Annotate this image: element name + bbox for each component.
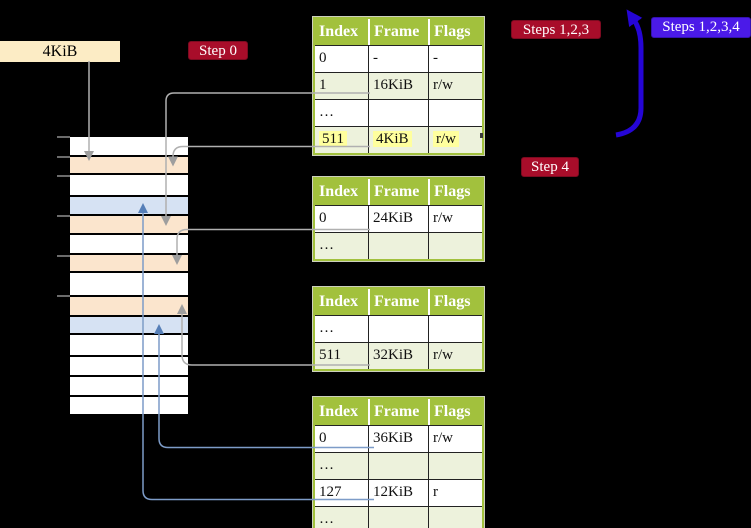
col-header-flags: Flags [428,399,478,425]
table-row: 511 32KiB r/w [315,342,482,369]
highlight: 4KiB [373,131,412,147]
table-row: 1 16KiB r/w [315,72,482,99]
cell-index: 0 [319,210,327,226]
memory-row-frame-12kib [70,197,188,216]
cell-flags [428,233,478,259]
cell-index: … [319,320,334,336]
cell-frame: - [368,46,428,72]
table-row: 0 - - [315,45,482,72]
memory-row [70,377,188,397]
cell-frame: 12KiB [368,480,428,506]
col-header-flags: Flags [428,19,478,45]
col-header-frame: Frame [368,289,428,315]
highlight: 511 [319,131,347,147]
col-header-frame: Frame [368,399,428,425]
table-row: … [315,452,482,479]
cell-flags [428,316,478,342]
cell-index: 127 [319,484,342,500]
memory-row [70,273,188,297]
cell-flags: r/w [428,206,478,232]
memory-row [70,137,188,157]
table-header: Index Frame Flags [315,179,482,205]
memory-row [70,235,188,255]
col-header-index: Index [319,403,359,420]
cell-index: … [319,237,334,253]
step-0-badge: Step 0 [188,41,248,60]
memory-row [70,397,188,414]
cell-index: 511 [315,127,368,153]
frame-4kib-label: 4KiB [0,41,120,62]
page-table-level1: Index Frame Flags 0 36KiB r/w … 127 12Ki… [313,397,484,528]
strip-tick-marks [57,136,70,297]
cell-index: … [319,104,334,120]
cell-frame [368,316,428,342]
col-header-frame: Frame [368,179,428,205]
page-table-level2: Index Frame Flags … 511 32KiB r/w [313,287,484,371]
cell-frame: 32KiB [368,343,428,369]
table-row: 127 12KiB r [315,479,482,506]
memory-row-frame-4kib [70,157,188,175]
memory-row [70,357,188,377]
cell-frame [368,100,428,126]
physical-memory-strip [70,137,188,414]
cell-index: 0 [319,430,327,446]
col-header-index: Index [319,293,359,310]
memory-row [70,175,188,197]
cell-index: 1 [319,77,327,93]
cell-flags [428,100,478,126]
table-row: … [315,506,482,528]
cell-frame: 16KiB [368,73,428,99]
memory-row-frame-32kib [70,297,188,317]
cell-frame: 24KiB [368,206,428,232]
cell-flags: - [428,46,478,72]
step-4-badge: Step 4 [521,157,579,177]
cell-index: … [319,457,334,473]
col-header-flags: Flags [428,289,478,315]
cell-frame [368,507,428,528]
col-header-index: Index [319,23,359,40]
memory-row-frame-36kib [70,317,188,335]
table-row: 0 36KiB r/w [315,425,482,452]
table-header: Index Frame Flags [315,289,482,315]
cell-frame [368,233,428,259]
cell-index: 511 [319,347,341,363]
table-row: … [315,232,482,259]
table-header: Index Frame Flags [315,19,482,45]
cell-frame [368,453,428,479]
cell-flags [428,507,478,528]
col-header-frame: Frame [368,19,428,45]
memory-row [70,335,188,357]
cell-flags: r/w [428,127,478,153]
memory-row-frame-24kib [70,255,188,273]
page-table-level4: Index Frame Flags 0 - - 1 16KiB r/w … 51… [313,17,484,155]
arrow-steps-loop [615,9,644,138]
table-header: Index Frame Flags [315,399,482,425]
page-table-level3: Index Frame Flags 0 24KiB r/w … [313,177,484,261]
cell-index: … [319,511,334,527]
cell-flags: r/w [428,73,478,99]
memory-row-frame-16kib [70,216,188,235]
cell-flags [428,453,478,479]
cell-flags: r/w [428,343,478,369]
steps-123-badge: Steps 1,2,3 [511,20,601,39]
table-row: … [315,99,482,126]
table-row-highlighted: 511 4KiB r/w [315,126,482,153]
highlight: r/w [433,131,459,147]
col-header-flags: Flags [428,179,478,205]
cell-index: 0 [319,50,327,66]
cell-flags: r/w [428,426,478,452]
table-row: 0 24KiB r/w [315,205,482,232]
steps-1234-badge: Steps 1,2,3,4 [651,17,751,38]
col-header-index: Index [319,183,359,200]
cell-frame: 4KiB [368,127,428,153]
cell-flags: r [428,480,478,506]
table-row: … [315,315,482,342]
cell-frame: 36KiB [368,426,428,452]
